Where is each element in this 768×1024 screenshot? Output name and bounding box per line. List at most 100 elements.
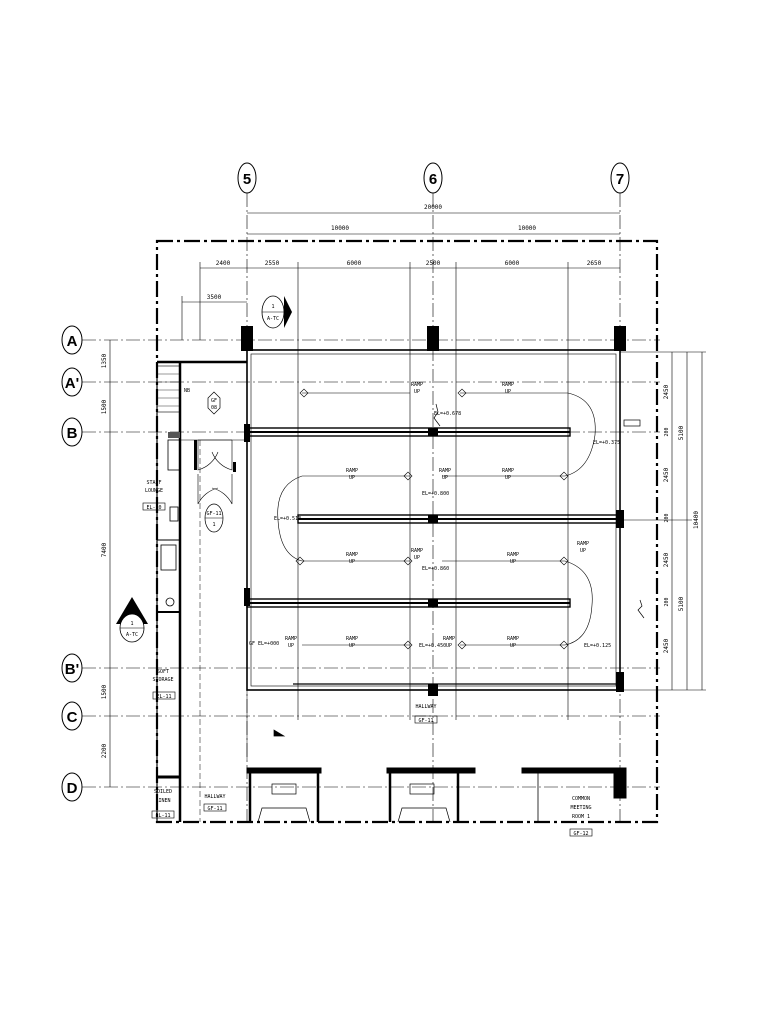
ramp-label: UP: [580, 548, 586, 554]
elevation-label: EL=+0.125: [584, 643, 611, 649]
room-soiled-linen-tag: EL-11: [155, 813, 170, 819]
dim-sub-2: 2550: [265, 260, 280, 267]
door-tag-num: GF: [211, 398, 217, 404]
misc-details: [199, 403, 645, 822]
dim-left-2: 1500: [101, 399, 108, 414]
elevation-label: EL=+0.800: [422, 491, 449, 497]
dim-offset: 3500: [207, 294, 222, 301]
ramp-label: RAMP: [502, 382, 514, 388]
ramp-label: RAMP: [411, 548, 423, 554]
ramp-label: RAMP: [507, 552, 519, 558]
section-marker-num: 1: [271, 304, 274, 310]
room-soft-storage-tag: EL-11: [156, 694, 171, 700]
ramp-label: RAMP: [346, 636, 358, 642]
dim-left-1: 1350: [101, 353, 108, 368]
ramp-label: UP: [510, 643, 516, 649]
ramp-label: UP: [510, 559, 516, 565]
dim-bay-1: 10000: [331, 225, 349, 232]
ramp-label: RAMP: [507, 636, 519, 642]
door-jamb: [233, 462, 236, 472]
left-wing-walls: [156, 360, 247, 822]
door-tag-ref: 08: [211, 405, 217, 411]
elevation-label: EL=+0.513: [274, 516, 301, 522]
room-common-meeting-line2: MEETING: [570, 805, 591, 811]
room-hallway-small-tag-box: [203, 803, 227, 812]
dim-overall: 20000: [424, 204, 442, 211]
ramp-label: RAMP: [577, 541, 589, 547]
grid-label-6: 6: [429, 171, 437, 188]
dim-left-4: 1500: [101, 684, 108, 699]
dim-right-mid-2: 5100: [678, 596, 685, 611]
ramp-labels: RAMP UP RAMP UP RAMP UP RAMP UP RAMP UP …: [285, 382, 589, 649]
dim-left-5: 2200: [101, 743, 108, 758]
elevation-marker-ref: A-TC: [126, 632, 138, 638]
ramp-arrows: [277, 388, 596, 650]
dim-right-6: 200: [664, 597, 670, 606]
ramp-label: UP: [349, 559, 355, 565]
dim-sub-6: 2650: [587, 260, 602, 267]
room-soft-storage-line1: SOFT: [157, 669, 169, 675]
room-hallway-main-tag-box: [414, 715, 438, 724]
dim-right-1: 2450: [663, 384, 670, 399]
elevation-label: EL=+0.860: [422, 566, 449, 572]
room-tag-sub: 1: [212, 522, 215, 528]
dim-sub-3: 6000: [347, 260, 362, 267]
grid-label-a-prime: A': [65, 375, 79, 392]
room-hallway-main: HALLWAY: [415, 704, 436, 710]
room-common-meeting-line1: COMMON: [572, 796, 590, 802]
dim-right-5: 2450: [663, 552, 670, 567]
room-soft-storage-tag-box: [152, 691, 176, 700]
ramp-label: UP: [288, 643, 294, 649]
grid-label-b-prime: B': [65, 661, 79, 678]
elevation-label: EL=+0.450: [419, 643, 446, 649]
room-hallway-small: HALLWAY: [204, 794, 225, 800]
room-soiled-linen-tag-box: [151, 810, 175, 819]
room-staff-lounge-tag: EL-10: [146, 505, 161, 511]
grid-label-7: 7: [616, 171, 624, 188]
grid-label-a: A: [67, 333, 78, 350]
dim-bay-2: 10000: [518, 225, 536, 232]
ramp-label: RAMP: [443, 636, 455, 642]
ramp-label: UP: [349, 643, 355, 649]
dim-right-3: 2450: [663, 467, 670, 482]
grid-lines: [82, 193, 660, 825]
ramp-label: UP: [446, 643, 452, 649]
ramp-label: UP: [505, 389, 511, 395]
right-dimensions: [620, 351, 706, 691]
room-staff-lounge-line2: LOUNGE: [145, 488, 163, 494]
section-marker: 1 A-TC: [261, 295, 292, 329]
grid-row-bubbles: [61, 325, 83, 802]
ramp-label: RAMP: [411, 382, 423, 388]
grid-label-c: C: [67, 709, 78, 726]
elevation-marker-num: 1: [130, 621, 133, 627]
ramp-label: UP: [414, 389, 420, 395]
lift-label: NB: [184, 388, 190, 394]
ramp-label: RAMP: [285, 636, 297, 642]
ramp-label: UP: [442, 475, 448, 481]
room-hallway-small-tag: GF-11: [207, 806, 222, 812]
room-common-meeting-tag: GF-12: [573, 831, 588, 837]
ramp-label: UP: [349, 475, 355, 481]
dim-right-2: 200: [664, 427, 670, 436]
elevation-label: EL=+0.375: [593, 440, 620, 446]
elevation-label: EL=+0.678: [434, 411, 461, 417]
dim-sub-4: 2500: [426, 260, 441, 267]
room-common-meeting-tag-box: [569, 828, 593, 837]
ramp-label: UP: [505, 475, 511, 481]
dim-left-3: 7400: [101, 542, 108, 557]
elevation-labels: EL=+0.678 EL=+0.375 EL=+0.800 EL=+0.513 …: [249, 411, 620, 649]
dim-right-outer: 10400: [693, 511, 700, 529]
room-common-meeting-line3: ROOM 1: [572, 814, 590, 820]
door-tag-icon: [207, 391, 221, 415]
elevation-marker: 1 A-TC: [116, 597, 148, 643]
room-staff-lounge-tag-box: [142, 502, 166, 511]
dim-right-mid-1: 5100: [678, 425, 685, 440]
ramp-label: RAMP: [346, 468, 358, 474]
elevation-label: GF EL=+000: [249, 641, 279, 647]
grid-label-5: 5: [243, 171, 251, 188]
ramp-label: RAMP: [502, 468, 514, 474]
dim-right-4: 200: [664, 513, 670, 522]
room-tag-num: GF-11: [206, 511, 221, 517]
section-arrow-icon: [284, 296, 292, 328]
